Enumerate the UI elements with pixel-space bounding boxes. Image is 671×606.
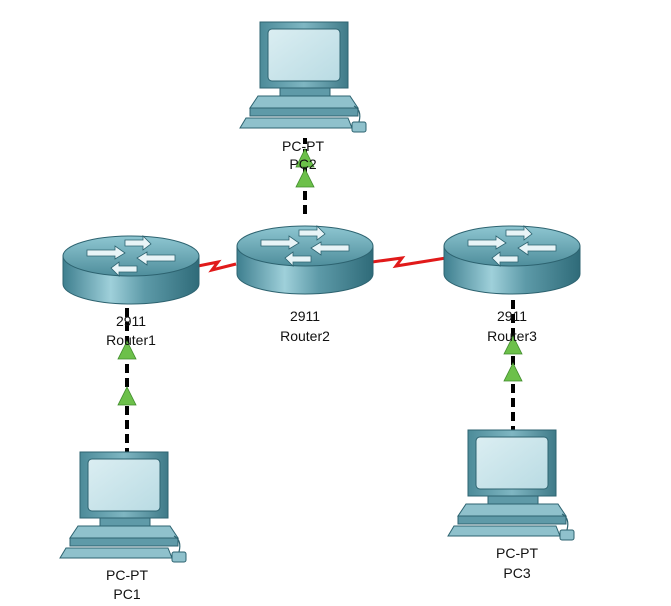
router-icon (236, 225, 374, 295)
router-router1[interactable] (62, 235, 200, 305)
link-status-up-icon (117, 340, 137, 360)
router2-model-label: 2911 (289, 308, 321, 324)
link-r1-r2[interactable] (197, 259, 237, 273)
pc-pc3[interactable] (447, 429, 575, 541)
router-router2[interactable] (236, 225, 374, 295)
pc-pc1[interactable] (59, 451, 187, 563)
pc-icon (447, 429, 575, 541)
pc1-model-label: PC-PT (106, 567, 148, 583)
router3-model-label: 2911 (496, 308, 528, 324)
pc1-name-label: PC1 (113, 586, 141, 602)
link-status-up-icon (503, 362, 523, 382)
router-router3[interactable] (443, 225, 581, 295)
router1-model-label: 2911 (115, 313, 147, 329)
link-status-up-icon (295, 148, 315, 168)
pc3-model-label: PC-PT (496, 545, 538, 561)
pc-pc2[interactable] (239, 21, 367, 133)
pc2-name-label: PC2 (289, 156, 317, 172)
link-r2-r3[interactable] (371, 256, 447, 269)
link-status-up-icon (117, 386, 137, 406)
pc-icon (239, 21, 367, 133)
link-status-up-icon (503, 335, 523, 355)
pc2-model-label: PC-PT (282, 138, 324, 154)
router2-name-label: Router2 (280, 328, 330, 344)
router1-name-label: Router1 (106, 332, 156, 348)
link-status-up-icon (295, 168, 315, 188)
router-icon (443, 225, 581, 295)
pc3-name-label: PC3 (503, 565, 531, 581)
router3-name-label: Router3 (487, 328, 537, 344)
pc-icon (59, 451, 187, 563)
router-icon (62, 235, 200, 305)
